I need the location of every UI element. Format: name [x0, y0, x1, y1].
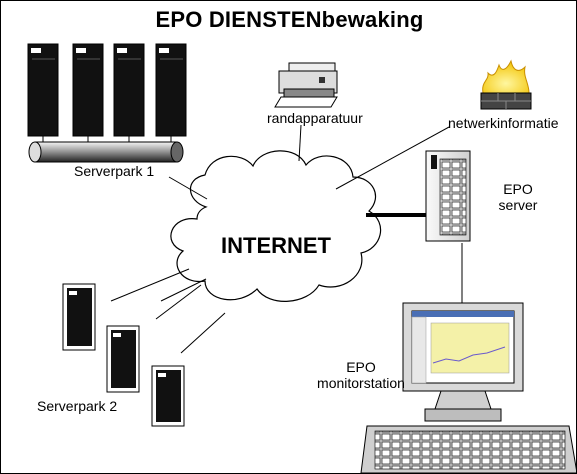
- keyboard-icon: [360, 425, 576, 473]
- label-epo-server-line2: server: [498, 197, 538, 213]
- printer-icon: [274, 62, 338, 108]
- serverpark-2-servers: [62, 283, 185, 427]
- server-tower-icon: [151, 365, 185, 427]
- epo-server-icon: [425, 150, 471, 242]
- label-epo-server: EPO server: [488, 181, 548, 213]
- server-tower-icon: [27, 43, 59, 146]
- network-backbone-pipe: [28, 141, 184, 163]
- server-tower-icon: [106, 325, 140, 393]
- label-epo-server-line1: EPO: [503, 181, 533, 197]
- label-epo-monitorstation: EPO monitorstation: [306, 359, 416, 391]
- connection-lines: [110, 124, 463, 354]
- label-monitor-line2: monitorstation: [317, 375, 405, 391]
- page-title: EPO DIENSTENbewaking: [155, 7, 424, 32]
- monitor-workstation-icon: [402, 302, 524, 422]
- serverpark-1-servers: [27, 43, 187, 146]
- label-netwerkinformatie: netwerkinformatie: [448, 115, 559, 131]
- server-tower-icon: [62, 283, 96, 351]
- internet-cloud-icon: [170, 150, 382, 302]
- label-serverpark-2: Serverpark 2: [37, 398, 118, 414]
- server-tower-icon: [72, 43, 104, 146]
- server-tower-icon: [113, 43, 145, 146]
- firewall-icon: [480, 59, 532, 110]
- label-monitor-line1: EPO: [346, 359, 376, 375]
- label-randapparatuur: randapparatuur: [267, 110, 363, 126]
- server-tower-icon: [155, 43, 187, 146]
- label-internet: INTERNET: [221, 233, 331, 258]
- label-serverpark-1: Serverpark 1: [74, 163, 155, 179]
